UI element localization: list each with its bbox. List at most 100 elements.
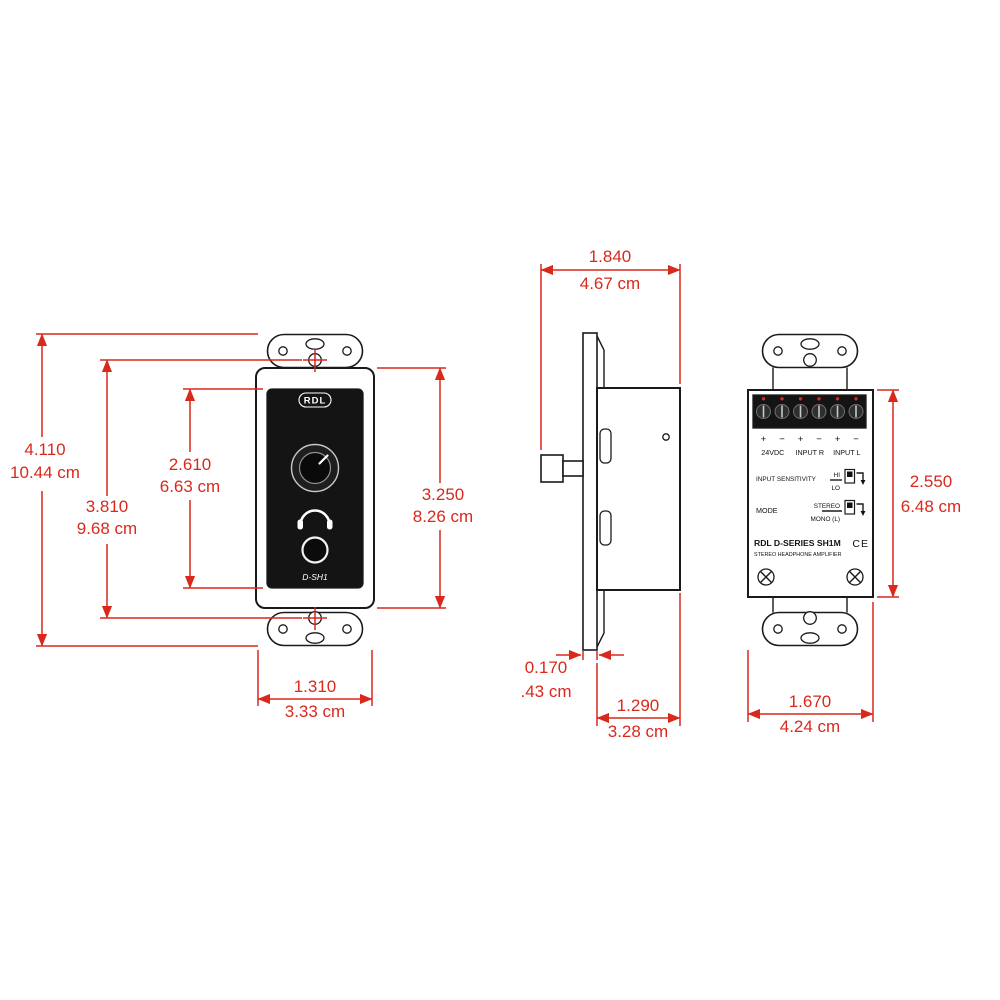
mono-label: MONO (L) bbox=[811, 516, 840, 523]
terminal-group-24vdc: 24VDC bbox=[761, 448, 784, 457]
ear-outline bbox=[761, 611, 859, 647]
dim-back-body-width: 1.670 4.24 cm bbox=[747, 602, 874, 736]
ce-mark: CE bbox=[852, 538, 869, 550]
back-subtitle: STEREO HEADPHONE AMPLIFIER bbox=[754, 552, 842, 558]
dim-side-plate-thickness: 0.170 .43 cm bbox=[520, 649, 624, 701]
earpad-left bbox=[297, 519, 303, 530]
dim-back-body-height-cm: 6.48 cm bbox=[901, 497, 961, 516]
side-chassis-box bbox=[596, 387, 681, 591]
sensitivity-arrow-line bbox=[856, 472, 864, 481]
side-slot-lower bbox=[599, 510, 612, 546]
ear-hole-right bbox=[837, 346, 847, 356]
mounting-screw-hole-bottom bbox=[803, 611, 817, 625]
side-knob-shaft bbox=[562, 460, 584, 477]
ear-hole-right bbox=[342, 346, 352, 356]
ear-hole-right bbox=[837, 624, 847, 634]
back-view: + − + − + − 24VDC INPUT R INPUT L INPUT … bbox=[747, 333, 874, 647]
dim-side-plate-thickness-in: 0.170 bbox=[525, 658, 568, 677]
terminal-mark bbox=[835, 397, 840, 401]
polarity-mark: + bbox=[761, 434, 767, 445]
screw-crosshair-bottom bbox=[303, 607, 327, 630]
headband-arc bbox=[299, 509, 331, 526]
polarity-mark: − bbox=[853, 434, 859, 445]
terminal-mark bbox=[817, 397, 821, 401]
screw-cross-line bbox=[759, 570, 773, 584]
side-knob-profile bbox=[540, 454, 564, 483]
back-bottom-mounting-ear bbox=[761, 611, 859, 647]
dim-front-hole-spacing-cm: 9.68 cm bbox=[77, 519, 137, 538]
dim-front-insert-height-cm: 6.63 cm bbox=[160, 477, 220, 496]
bracket-bend-bottom bbox=[596, 590, 605, 648]
mounting-screw-hole-top bbox=[803, 353, 817, 367]
ear-oval-slot bbox=[800, 338, 820, 350]
input-sensitivity-switch: INPUT SENSITIVITY HI LO bbox=[756, 468, 866, 492]
front-view: RDL D-SH1 bbox=[255, 333, 375, 647]
dim-front-width-in: 1.310 bbox=[294, 677, 337, 696]
dim-front-hole-spacing-in: 3.810 bbox=[86, 497, 129, 516]
dim-front-insert-height: 2.610 6.63 cm bbox=[160, 388, 263, 589]
terminal-group-labels: 24VDC INPUT R INPUT L bbox=[761, 448, 860, 457]
side-rivet bbox=[662, 433, 670, 441]
mode-label: MODE bbox=[756, 506, 778, 515]
front-model-label: D-SH1 bbox=[302, 572, 328, 582]
dim-side-box-depth-in: 1.290 bbox=[617, 696, 660, 715]
ear-oval-slot bbox=[305, 632, 325, 644]
dim-front-plate-height-in: 3.250 bbox=[422, 485, 465, 504]
mode-arrow-head bbox=[860, 511, 866, 516]
dimensions-layer: 4.110 10.44 cm 3.810 9.68 cm 2.610 6.63 … bbox=[10, 247, 961, 741]
terminal-mark bbox=[798, 397, 803, 401]
ear-hole-left bbox=[773, 346, 783, 356]
front-brand-label: RDL bbox=[304, 396, 327, 407]
dim-side-plate-thickness-cm: .43 cm bbox=[520, 682, 571, 701]
dim-back-body-height: 2.550 6.48 cm bbox=[877, 389, 961, 598]
side-plate-edge bbox=[582, 332, 598, 651]
dim-side-box-depth: 1.290 3.28 cm bbox=[596, 593, 681, 741]
stereo-label: STEREO bbox=[814, 503, 840, 510]
dim-back-body-width-in: 1.670 bbox=[789, 692, 832, 711]
screw-crosshair-top bbox=[303, 349, 327, 372]
mode-switch: MODE STEREO MONO (L) bbox=[756, 499, 866, 523]
ear-outline bbox=[761, 333, 859, 369]
ear-hole-right bbox=[342, 624, 352, 634]
mode-arrow-line bbox=[856, 503, 864, 512]
polarity-mark: − bbox=[816, 434, 822, 445]
dim-back-body-height-in: 2.550 bbox=[910, 472, 953, 491]
input-sensitivity-label: INPUT SENSITIVITY bbox=[756, 476, 817, 483]
hi-label: HI bbox=[834, 472, 841, 479]
lo-label: LO bbox=[831, 485, 840, 492]
headphone-icon bbox=[297, 509, 333, 530]
terminal-mark bbox=[854, 397, 858, 401]
dim-front-plate-height: 3.250 8.26 cm bbox=[377, 367, 473, 609]
side-view bbox=[540, 332, 681, 651]
dim-front-overall-height: 4.110 10.44 cm bbox=[10, 333, 258, 647]
dim-front-overall-height-cm: 10.44 cm bbox=[10, 463, 80, 482]
dim-back-body-width-cm: 4.24 cm bbox=[780, 717, 840, 736]
volume-knob bbox=[290, 443, 340, 493]
ear-oval-slot bbox=[800, 632, 820, 644]
terminal-mark bbox=[780, 397, 784, 401]
back-model-line: RDL D-SERIES SH1M bbox=[754, 538, 841, 548]
dim-side-overall-depth: 1.840 4.67 cm bbox=[540, 247, 681, 450]
polarity-mark: − bbox=[779, 434, 785, 445]
dim-front-plate-height-cm: 8.26 cm bbox=[413, 507, 473, 526]
back-screw-right bbox=[846, 568, 864, 586]
dim-front-insert-height-in: 2.610 bbox=[169, 455, 212, 474]
terminal-polarity-row: + − + − + − bbox=[761, 434, 860, 445]
headphone-jack-hole bbox=[301, 536, 329, 564]
side-slot-upper bbox=[599, 428, 612, 464]
terminal-mark bbox=[761, 397, 766, 401]
back-screw-left bbox=[757, 568, 775, 586]
bracket-bend-top bbox=[596, 335, 605, 388]
mode-switch-position bbox=[847, 502, 853, 508]
sensitivity-arrow-head bbox=[860, 480, 866, 485]
polarity-mark: + bbox=[798, 434, 804, 445]
polarity-mark: + bbox=[835, 434, 841, 445]
knob-indicator bbox=[318, 454, 329, 465]
terminal-block: + − + − + − 24VDC INPUT R INPUT L bbox=[752, 394, 867, 457]
terminal-block-strip bbox=[752, 394, 867, 429]
ear-hole-left bbox=[278, 624, 288, 634]
dim-front-width: 1.310 3.33 cm bbox=[257, 650, 373, 721]
rdl-logo-border bbox=[298, 392, 332, 408]
terminal-group-input-l: INPUT L bbox=[833, 448, 860, 457]
